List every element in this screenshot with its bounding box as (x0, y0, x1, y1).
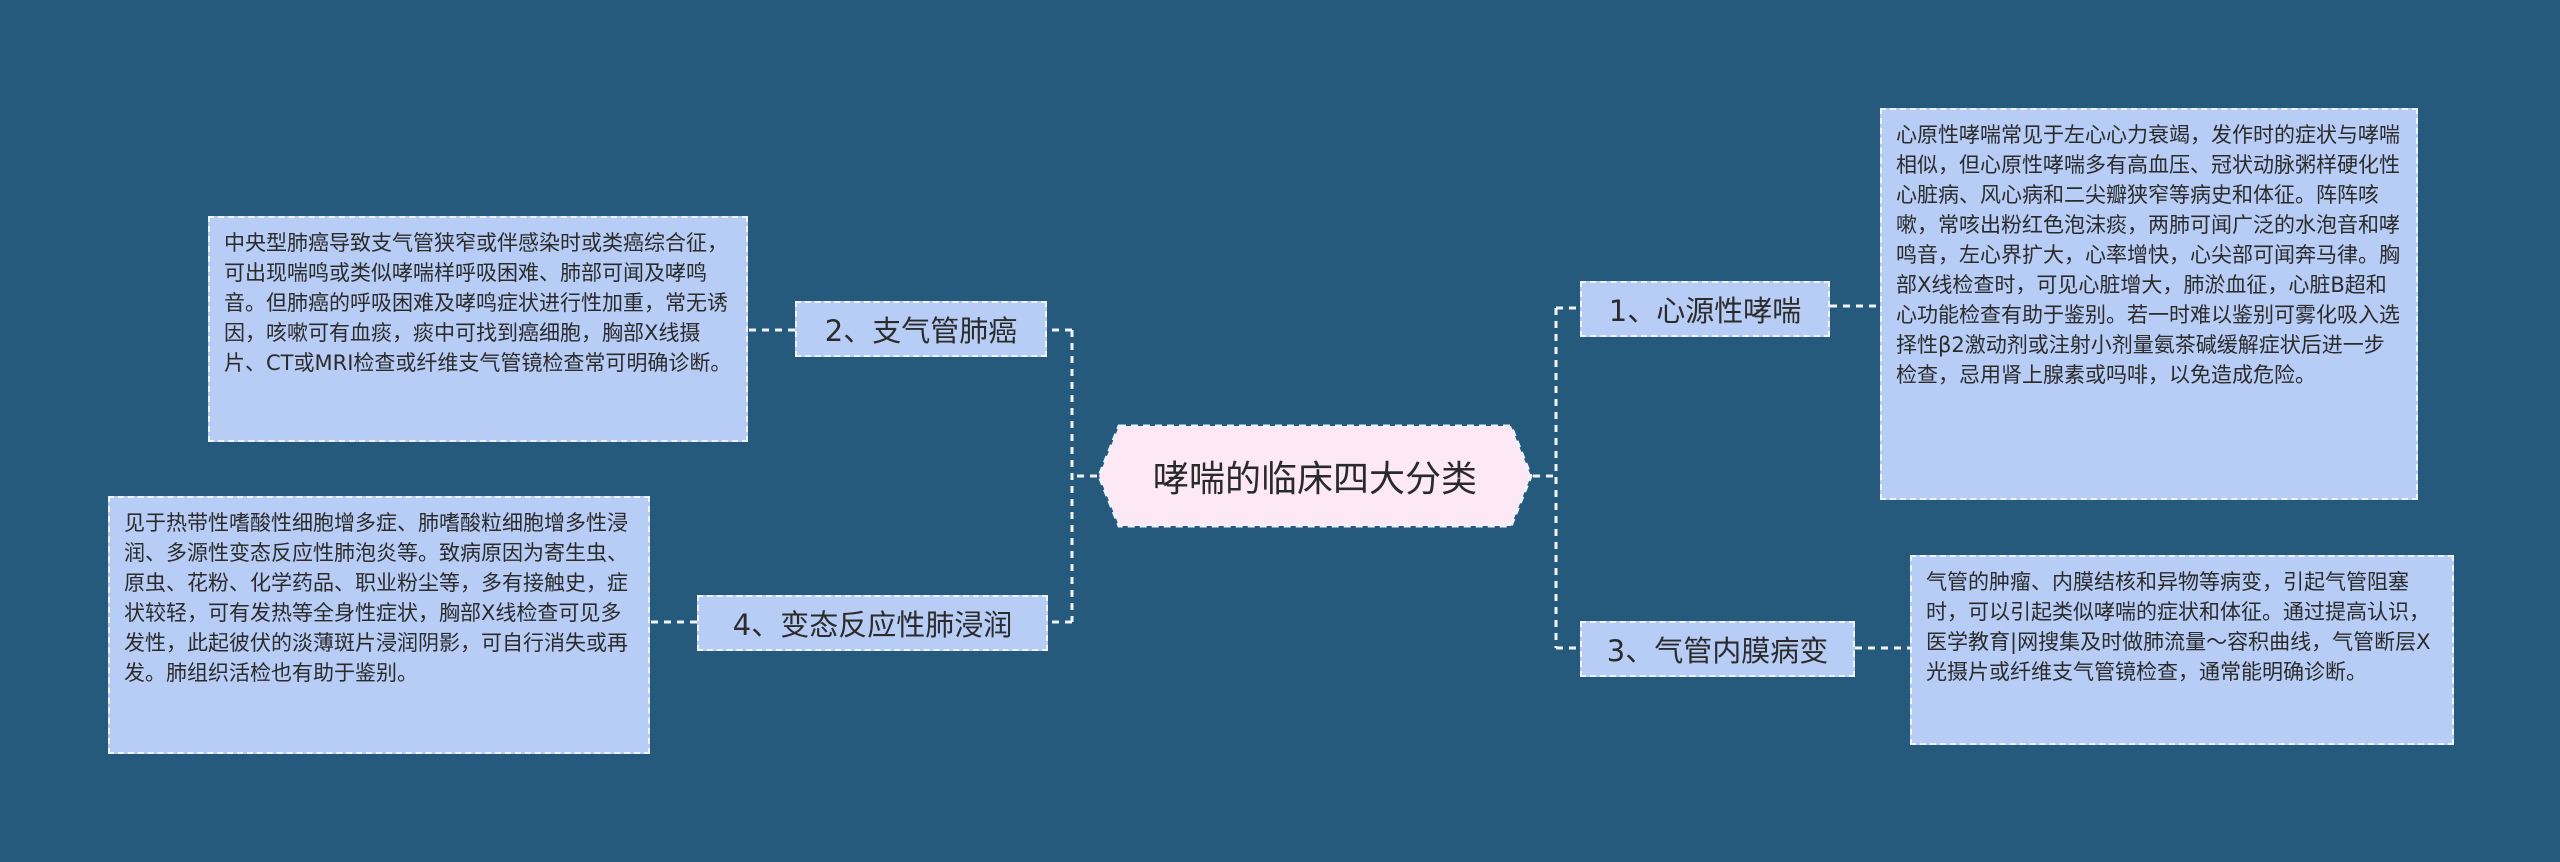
central-topic-title: 哮喘的临床四大分类 (1152, 459, 1477, 500)
branch-node-1[interactable]: 1、心源性哮喘 (1580, 281, 1830, 337)
leaf-note-3: 气管的肿瘤、内膜结核和异物等病变，引起气管阻塞时，可以引起类似哮喘的症状和体征。… (1910, 555, 2454, 745)
central-topic[interactable]: 哮喘的临床四大分类 (1097, 424, 1533, 528)
branch-node-3[interactable]: 3、气管内膜病变 (1580, 621, 1855, 677)
leaf-note-2: 中央型肺癌导致支气管狭窄或伴感染时或类癌综合征，可出现喘鸣或类似哮喘样呼吸困难、… (208, 216, 748, 442)
leaf-note-4: 见于热带性嗜酸性细胞增多症、肺嗜酸粒细胞增多性浸润、多源性变态反应性肺泡炎等。致… (108, 496, 650, 754)
branch-node-4[interactable]: 4、变态反应性肺浸润 (697, 595, 1048, 651)
central-topic-shape (1097, 424, 1533, 528)
leaf-note-1: 心原性哮喘常见于左心心力衰竭，发作时的症状与哮喘相似，但心原性哮喘多有高血压、冠… (1880, 108, 2418, 500)
branch-node-2[interactable]: 2、支气管肺癌 (795, 301, 1047, 357)
